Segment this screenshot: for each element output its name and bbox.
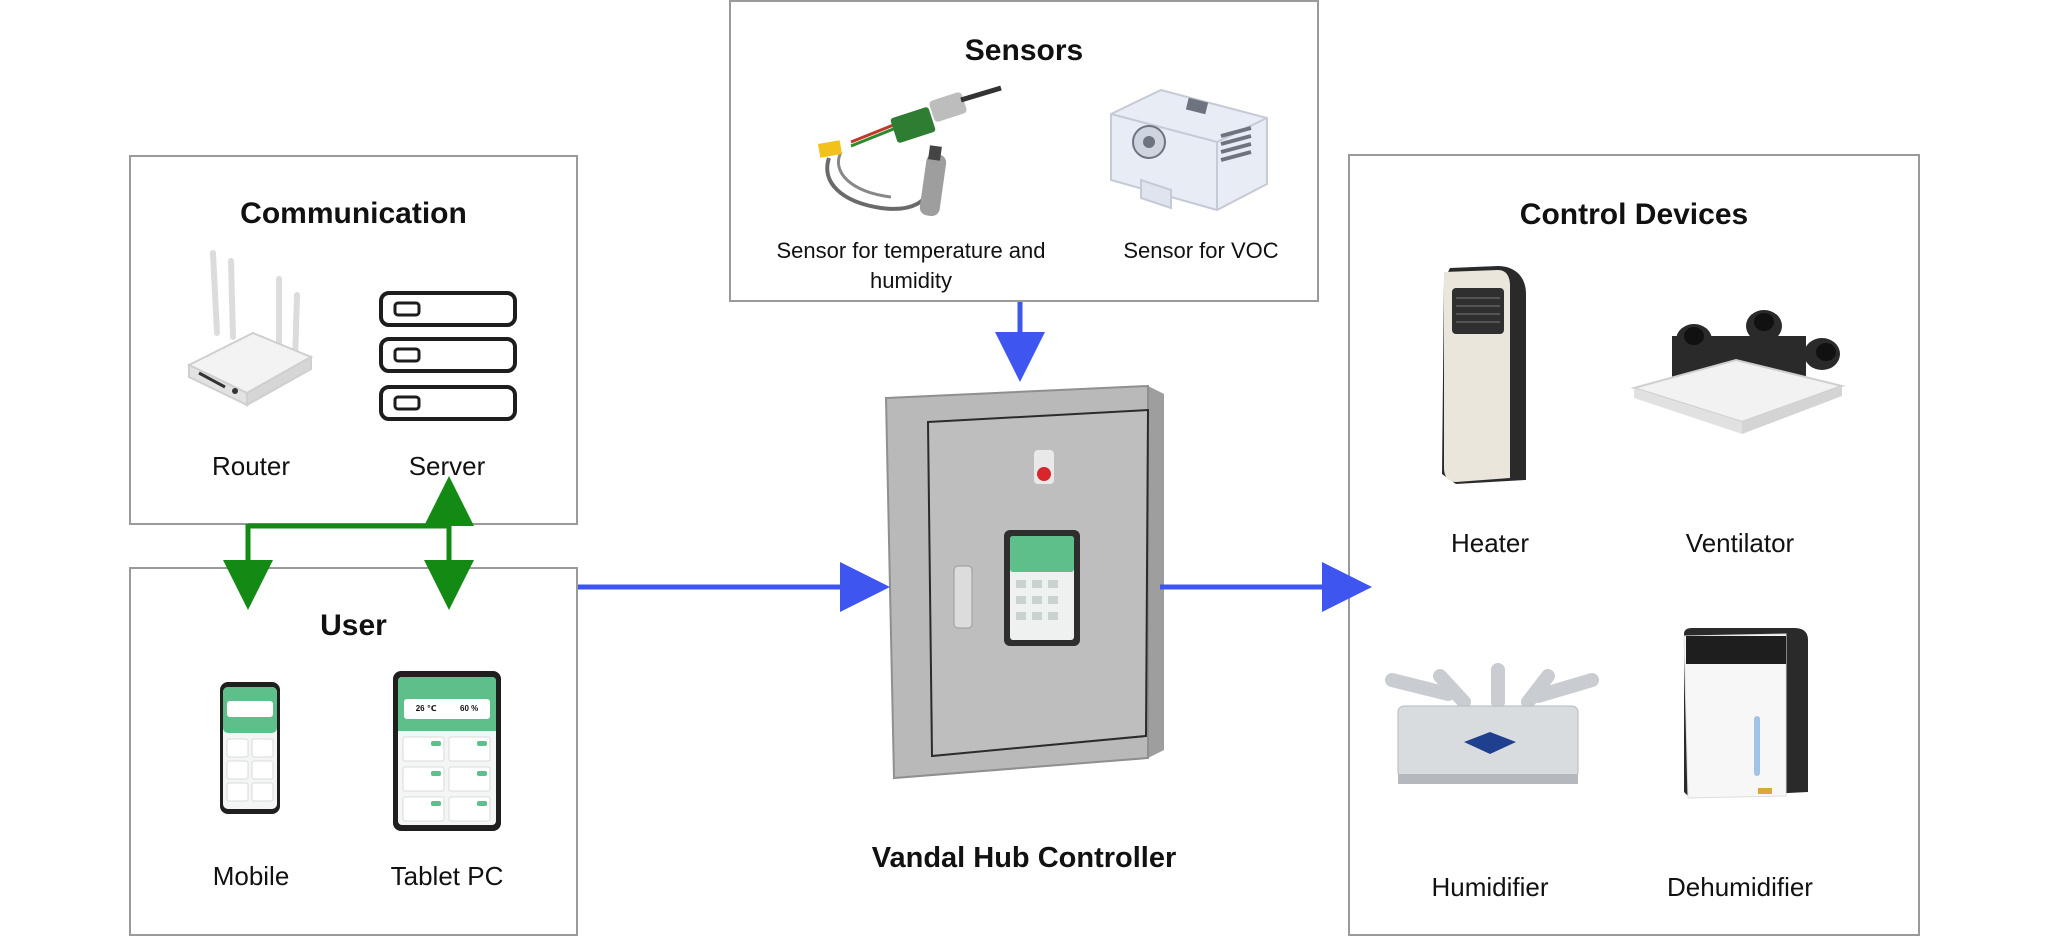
router-label: Router <box>211 451 291 481</box>
temperature-readout: 26 ℃ <box>415 704 437 713</box>
controller-cabinet-icon <box>884 384 1164 780</box>
humidifier-icon <box>1385 663 1599 784</box>
humidifier-label: Humidifier <box>1431 872 1549 902</box>
heater-label: Heater <box>1450 528 1530 558</box>
user-panel: User Mobile 26 ℃ 60 % <box>129 567 578 936</box>
router-icon <box>186 250 314 407</box>
server-icon <box>379 291 517 421</box>
sensors-title: Sensors <box>964 34 1084 67</box>
user-title: User <box>320 609 387 642</box>
tablet-label: Tablet PC <box>390 861 504 891</box>
tablet-screen: 26 ℃ 60 % <box>398 677 496 825</box>
voc-sensor-icon <box>1110 88 1268 212</box>
ventilator-icon <box>1630 310 1846 434</box>
tablet-icon: 26 ℃ 60 % <box>393 671 501 831</box>
ventilator-label: Ventilator <box>1685 528 1795 558</box>
controller-title: Vandal Hub Controller <box>871 842 1177 874</box>
communication-panel: Communication Router Server <box>129 155 578 525</box>
network-link-bus <box>245 523 449 529</box>
sensors-panel: Sensors Sensor for temperature and humid… <box>729 0 1319 302</box>
dehumidifier-label: Dehumidifier <box>1667 872 1813 902</box>
control-devices-panel: Control Devices Heater Ventilator Humidi… <box>1348 154 1920 936</box>
mobile-icon <box>220 682 280 814</box>
tablet-screen-readout: 26 ℃ 60 % <box>404 699 490 719</box>
temp-humidity-sensor-label: Sensor for temperature and humidity <box>776 238 1046 293</box>
temp-humidity-sensor-icon <box>817 85 1002 217</box>
humidity-readout: 60 % <box>460 704 479 713</box>
communication-title: Communication <box>240 197 467 230</box>
voc-sensor-label: Sensor for VOC <box>1123 238 1279 263</box>
mobile-label: Mobile <box>212 861 290 891</box>
control-devices-title: Control Devices <box>1519 198 1749 231</box>
heater-icon <box>1442 266 1526 484</box>
tablet-device-tiles <box>402 736 491 822</box>
server-label: Server <box>408 451 486 481</box>
dehumidifier-icon <box>1683 628 1808 799</box>
